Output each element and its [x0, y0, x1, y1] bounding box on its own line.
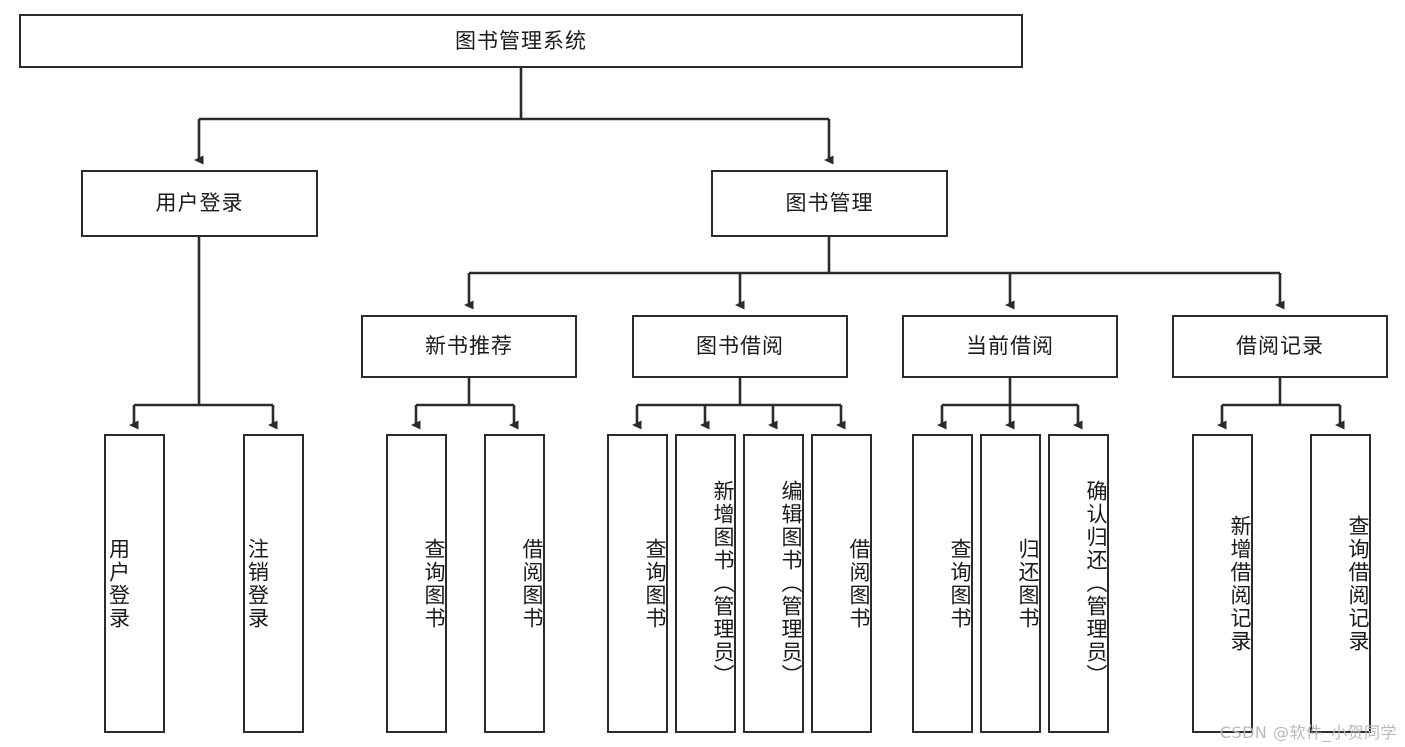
node-user-login[interactable]: 用户登录 — [81, 170, 318, 237]
node-book-management[interactable]: 图书管理 — [711, 170, 948, 237]
leaf-label: 借阅图书 — [520, 537, 544, 630]
node-leaf-user-login-login[interactable]: 用户登录 — [104, 434, 165, 733]
leaf-label: 借阅图书 — [847, 537, 871, 630]
leaf-label: 编辑图书（管理员） — [779, 480, 803, 687]
node-leaf-current-confirm-return-admin[interactable]: 确认归还（管理员） — [1048, 434, 1109, 733]
node-leaf-new-book-borrow[interactable]: 借阅图书 — [484, 434, 545, 733]
leaf-label: 确认归还（管理员） — [1084, 480, 1108, 687]
node-leaf-user-login-logout[interactable]: 注销登录 — [243, 434, 304, 733]
node-leaf-current-return[interactable]: 归还图书 — [980, 434, 1041, 733]
node-leaf-borrow-borrow-book[interactable]: 借阅图书 — [811, 434, 872, 733]
leaf-label: 查询借阅记录 — [1346, 514, 1370, 653]
leaf-label: 查询图书 — [948, 537, 972, 630]
node-root-system[interactable]: 图书管理系统 — [19, 14, 1023, 68]
leaf-label: 注销登录 — [245, 537, 270, 630]
node-new-book-recommend[interactable]: 新书推荐 — [361, 315, 577, 378]
node-leaf-records-add[interactable]: 新增借阅记录 — [1192, 434, 1253, 733]
csdn-watermark: CSDN @软件_小贺同学 — [1219, 723, 1397, 742]
leaf-label: 新增借阅记录 — [1228, 514, 1252, 653]
node-leaf-borrow-query[interactable]: 查询图书 — [607, 434, 668, 733]
node-leaf-new-book-query[interactable]: 查询图书 — [386, 434, 447, 733]
node-leaf-borrow-add-admin[interactable]: 新增图书（管理员） — [675, 434, 736, 733]
node-book-borrow[interactable]: 图书借阅 — [632, 315, 848, 378]
leaf-label: 查询图书 — [643, 537, 667, 630]
node-borrow-records[interactable]: 借阅记录 — [1172, 315, 1388, 378]
leaf-label: 归还图书 — [1016, 537, 1040, 630]
node-leaf-current-query[interactable]: 查询图书 — [912, 434, 973, 733]
leaf-label: 新增图书（管理员） — [711, 480, 735, 687]
node-current-borrow[interactable]: 当前借阅 — [902, 315, 1118, 378]
node-leaf-borrow-edit-admin[interactable]: 编辑图书（管理员） — [743, 434, 804, 733]
node-leaf-records-query[interactable]: 查询借阅记录 — [1310, 434, 1371, 733]
leaf-label: 用户登录 — [106, 537, 131, 630]
leaf-label: 查询图书 — [422, 537, 446, 630]
